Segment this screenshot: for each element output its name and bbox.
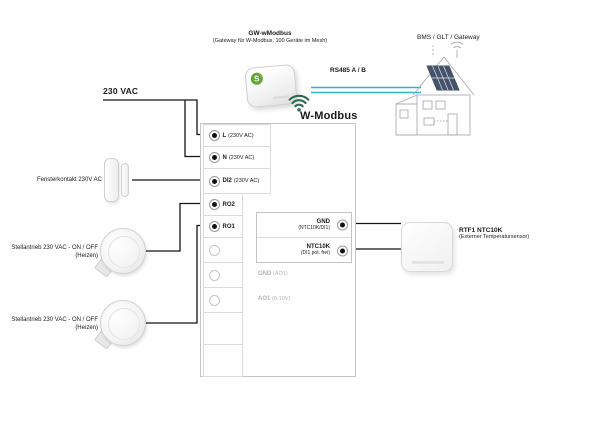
terminal-point — [208, 175, 220, 187]
terminal-name: GND — [258, 271, 272, 277]
terminal-name: GND — [316, 218, 330, 225]
terminal-row-ntc10k: NTC10K (DI1 pot. frei) — [257, 238, 351, 263]
terminal-block: L(230V AC) N(230V AC) DI2(230V AC) RO2 R… — [200, 123, 356, 377]
terminal-name: AO1 — [258, 296, 271, 302]
terminal-point — [337, 219, 348, 231]
power-supply-label: 230 VAC — [103, 86, 139, 96]
terminal-row-gnd-ntc: GND (NTC10K/DI1) — [257, 213, 351, 238]
sentera-logo: S — [250, 72, 263, 85]
terminal-row-gnd-ao1 — [203, 262, 243, 288]
window-contact-label: Fensterkontakt 230V AC — [36, 177, 102, 183]
terminal-label: N(230V AC) — [223, 155, 255, 161]
actuator-device-2 — [94, 300, 146, 350]
rs485-label: RS485 A / B — [330, 67, 367, 74]
terminal-row-l: L(230V AC) — [203, 124, 271, 147]
rs485-lines — [311, 86, 421, 94]
gateway-caption: GW-wModbus (Gateway für W-Modbus, 100 Ge… — [182, 30, 358, 45]
terminal-detail: (230V AC) — [228, 154, 255, 161]
inactive-label-ao1: AO1 (0-10V) — [258, 296, 290, 302]
wire-l — [103, 99, 207, 136]
actuator-head — [100, 300, 146, 346]
terminal-detail: (DI1 pot. frei) — [300, 250, 330, 257]
terminal-point — [208, 221, 220, 232]
inactive-label-gnd-ao1: GND (AO1) — [258, 271, 288, 277]
terminal-name: RO1 — [222, 223, 235, 230]
actuator-head — [100, 228, 146, 274]
terminal-label: DI2(230V AC) — [223, 178, 260, 184]
sensor-subtitle: (Externer Temperatursensor) — [459, 234, 530, 240]
terminal-name: L — [222, 132, 227, 139]
gateway-title: GW-wModbus — [248, 30, 292, 37]
actuator-sublabel: (Heizen) — [75, 252, 98, 259]
terminal-label: L(230V AC) — [223, 133, 254, 139]
actuator-label-line: Stellantrieb 230 VAC - ON / OFF — [11, 317, 98, 323]
terminal-detail: (0-10V) — [272, 296, 291, 302]
terminal-detail: (AO1) — [273, 271, 288, 277]
gateway-device: S — [244, 63, 298, 109]
terminal-row-unused — [203, 237, 243, 263]
wire-n — [184, 100, 207, 158]
terminal-name: DI2 — [222, 178, 232, 184]
wire-ro2 — [146, 202, 207, 252]
actuator-label-line: Stellantrieb 230 VAC - ON / OFF — [11, 245, 98, 251]
terminal-label: RO2 — [223, 202, 235, 208]
terminal-row-di2: DI2(230V AC) — [203, 168, 271, 194]
sensor-device — [401, 222, 453, 272]
svg-text:S: S — [254, 74, 260, 83]
building-illustration — [395, 41, 475, 136]
wifi-icon — [288, 94, 310, 112]
terminal-row-ao1 — [203, 287, 243, 313]
window-contact-body — [104, 158, 119, 202]
terminal-row-empty — [203, 344, 243, 377]
wire-ro1 — [146, 224, 207, 324]
terminal-point — [208, 244, 220, 256]
terminal-name: N — [222, 154, 227, 161]
antenna-signal-icon — [453, 46, 461, 49]
terminal-name: NTC10K — [306, 244, 330, 251]
actuator-sublabel: (Heizen) — [75, 324, 98, 331]
wmodbus-label: W-Modbus — [300, 110, 358, 122]
window-contact-device — [104, 158, 129, 202]
terminal-point — [208, 199, 220, 210]
actuator-device-1 — [94, 228, 146, 278]
terminal-point — [208, 269, 220, 281]
sensor-label: RTF1 NTC10K (Externer Temperatursensor) — [459, 227, 529, 240]
sensor-title: RTF1 NTC10K — [459, 227, 503, 234]
window-contact-magnet — [121, 163, 129, 197]
actuator-label-1: Stellantrieb 230 VAC - ON / OFF (Heizen) — [2, 245, 98, 261]
terminal-row-ro1: RO1 — [203, 215, 243, 238]
terminal-point — [208, 152, 220, 163]
terminal-point — [208, 130, 220, 141]
terminal-row-ro2: RO2 — [203, 193, 243, 216]
bms-label: BMS / GLT / Gateway — [417, 34, 480, 41]
terminal-label: RO1 — [223, 224, 235, 230]
terminal-name: RO2 — [222, 201, 235, 208]
terminal-row-empty — [203, 312, 243, 345]
terminal-detail: (NTC10K/DI1) — [298, 224, 330, 231]
terminal-point — [208, 294, 220, 306]
terminal-label: NTC10K (DI1 pot. frei) — [301, 244, 330, 257]
terminal-row-n: N(230V AC) — [203, 146, 271, 169]
terminal-detail: (230V AC) — [228, 132, 254, 139]
terminal-detail: (230V AC) — [233, 178, 260, 184]
terminal-label: GND (NTC10K/DI1) — [298, 219, 330, 232]
actuator-label-2: Stellantrieb 230 VAC - ON / OFF (Heizen) — [2, 317, 98, 333]
sensor-terminal-box: GND (NTC10K/DI1) NTC10K (DI1 pot. frei) — [256, 212, 352, 263]
terminal-point — [337, 245, 348, 256]
gateway-subtitle: (Gateway für W-Modbus, 100 Geräte im Mes… — [212, 38, 328, 45]
